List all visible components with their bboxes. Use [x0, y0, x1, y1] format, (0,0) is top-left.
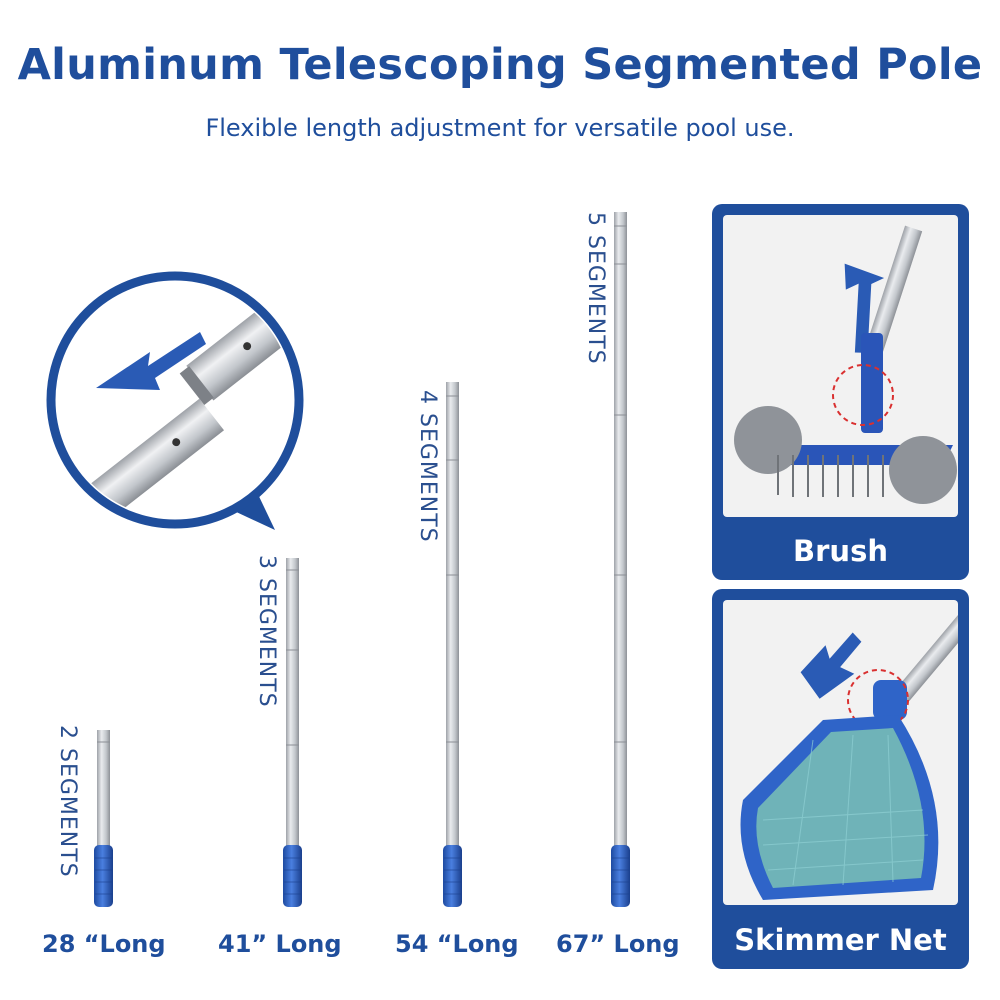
skimmer-net-caption: Skimmer Net — [734, 923, 947, 957]
pole-3-segments — [283, 558, 302, 907]
pole-2-segments — [94, 730, 113, 907]
pole-2-segments-label: 3 SEGMENTS — [254, 555, 279, 708]
pole-4-segments — [443, 382, 462, 907]
pole-4-segments-label: 5 SEGMENTS — [583, 212, 608, 365]
brush-attachment-icon — [734, 225, 957, 504]
pole-1-segments-label: 2 SEGMENTS — [55, 725, 80, 878]
page-title: Aluminum Telescoping Segmented Pole — [17, 40, 983, 90]
skimmer-net-icon — [740, 608, 958, 900]
pole-2-length-label: 41” Long — [218, 930, 342, 958]
pole-4-length-label: 67” Long — [556, 930, 680, 958]
pole-3-length-label: 54 “Long — [395, 930, 519, 958]
brush-card: Brush — [712, 204, 969, 580]
pole-3-segments-label: 4 SEGMENTS — [415, 390, 440, 543]
skimmer-net-card: Skimmer Net — [712, 589, 969, 969]
pole-1-length-label: 28 “Long — [42, 930, 166, 958]
brush-caption: Brush — [793, 534, 888, 568]
pole-5-segments — [611, 212, 630, 907]
page-subtitle: Flexible length adjustment for versatile… — [205, 114, 795, 142]
pole-connection-detail-icon — [46, 271, 304, 530]
